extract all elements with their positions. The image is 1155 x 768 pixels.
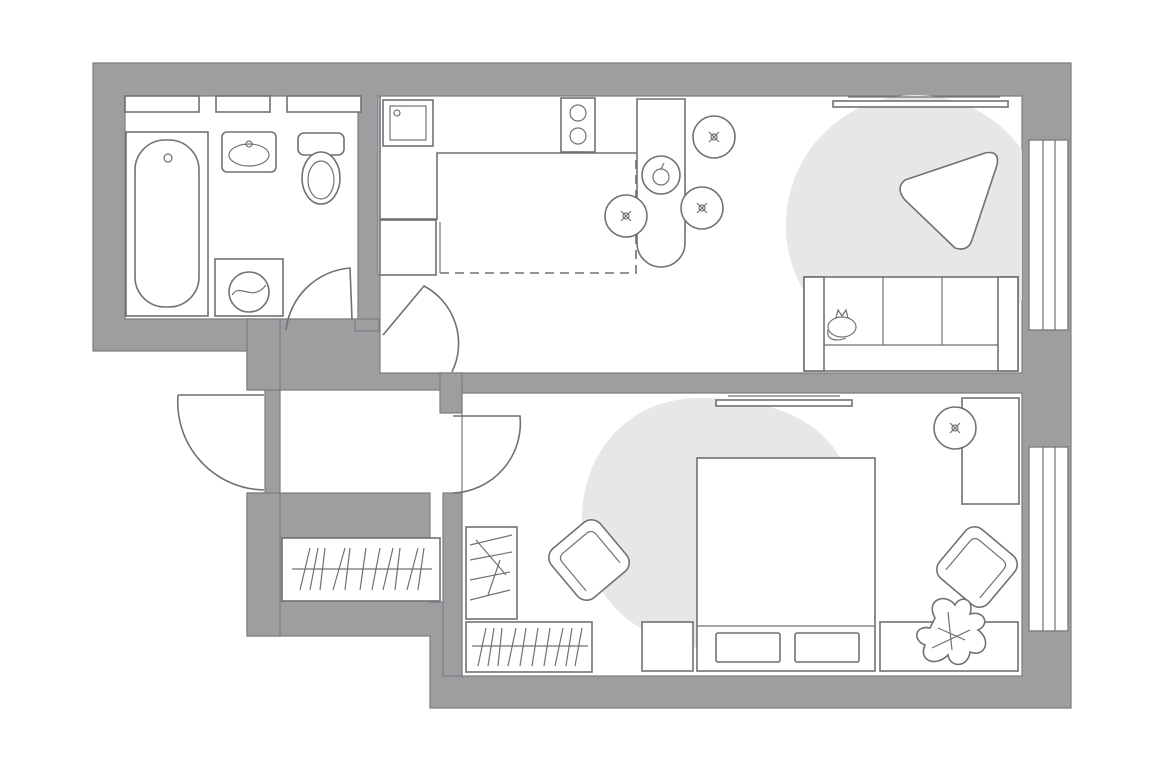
sofa-arm-left xyxy=(803,276,825,372)
bedroom-wardrobe xyxy=(465,621,593,673)
desk-chair xyxy=(933,406,977,450)
sofa-arm-right xyxy=(997,276,1019,372)
nightstand-left xyxy=(641,621,694,672)
hall-lower-wall-right xyxy=(442,492,463,677)
fruit-bowl xyxy=(641,155,681,195)
stove-burner-2 xyxy=(569,127,587,145)
bathroom-wall-stub xyxy=(246,318,281,391)
bathroom-sink xyxy=(221,131,277,173)
kitchen-wall-stub xyxy=(354,318,380,332)
fruit-stem xyxy=(660,162,665,170)
bathroom xyxy=(124,95,362,317)
kitchen-sink-drain xyxy=(393,109,401,117)
bathtub-drain xyxy=(163,153,173,163)
toilet-seat xyxy=(307,160,335,200)
bedroom-wardrobe-hangers xyxy=(472,627,588,667)
coffee-table xyxy=(899,151,999,250)
kitchen-sink xyxy=(382,99,434,147)
kitchen-counter xyxy=(379,96,636,220)
entrance-door-right xyxy=(452,415,522,494)
cat xyxy=(827,308,857,341)
living-room xyxy=(803,96,1069,372)
fridge xyxy=(379,219,437,276)
pillow-right xyxy=(794,632,860,663)
kitchen xyxy=(379,96,736,276)
sink-bowl xyxy=(228,143,270,167)
bedroom-zone xyxy=(582,398,840,648)
bedroom-tv xyxy=(715,399,853,407)
window-living xyxy=(1028,139,1069,331)
stool-1 xyxy=(692,115,736,159)
hall-lower-wall-left xyxy=(246,492,281,637)
plant xyxy=(916,597,987,666)
sink-tap xyxy=(245,140,253,148)
stove-burner-1 xyxy=(569,104,587,122)
stool-3 xyxy=(680,186,724,230)
stool-2 xyxy=(604,194,648,238)
bathroom-vent-2 xyxy=(215,95,271,113)
entrance-door-left xyxy=(176,394,265,491)
tv-panel xyxy=(832,100,1009,108)
bedroom xyxy=(465,395,1069,673)
kitchen-zone-boundary xyxy=(440,153,637,274)
bathroom-vent-1 xyxy=(124,95,200,113)
bathtub-basin xyxy=(134,139,200,308)
sofa xyxy=(803,276,1019,372)
kitchen-door-swing xyxy=(382,284,460,373)
bookshelf-books xyxy=(469,534,513,601)
stove xyxy=(560,97,596,153)
bathroom-vent-3 xyxy=(286,95,362,113)
window-bedroom xyxy=(1028,446,1069,632)
washing-machine-wave xyxy=(231,284,267,296)
toilet-bowl xyxy=(301,151,341,205)
bathroom-door-swing xyxy=(285,267,353,331)
bookshelf xyxy=(465,526,518,620)
hall-wardrobe-hangers xyxy=(292,547,432,591)
armchair-right xyxy=(936,526,1018,608)
hallway xyxy=(176,267,522,602)
kitchen-sink-basin xyxy=(389,105,427,141)
hall-divider-wall xyxy=(439,372,463,414)
armchair-left xyxy=(548,519,630,601)
pillow-left xyxy=(715,632,781,663)
